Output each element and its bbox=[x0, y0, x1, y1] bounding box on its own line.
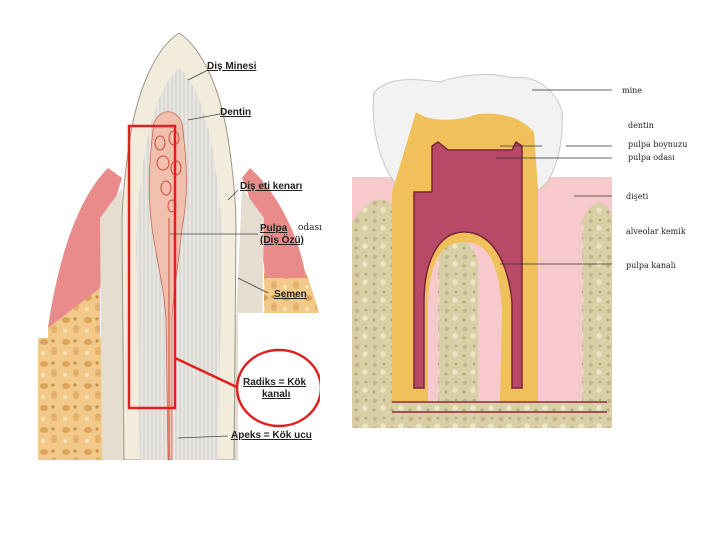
label-dis-ozu: (Diş Özü) bbox=[260, 235, 304, 246]
label-dentin-right: dentin bbox=[628, 121, 654, 130]
label-kanali: kanalı bbox=[262, 389, 291, 400]
gum bbox=[48, 168, 122, 328]
gum bbox=[242, 168, 306, 278]
alveolar-bone bbox=[352, 199, 612, 428]
label-pulpa-odasi: pulpa odası bbox=[628, 153, 675, 162]
pulp bbox=[413, 140, 523, 389]
root-canal-highlight-box bbox=[127, 124, 177, 410]
leader-lines bbox=[170, 69, 269, 439]
leader-lines bbox=[496, 89, 612, 265]
label-pulpa-kanali: pulpa kanalı bbox=[626, 261, 676, 270]
interradicular-bone bbox=[438, 239, 478, 402]
label-semen: Semen bbox=[274, 289, 307, 300]
label-apeks: Apeks = Kök ucu bbox=[231, 430, 312, 441]
tooth-cross-section-left bbox=[38, 32, 320, 460]
label-dis-eti: dişeti bbox=[626, 192, 649, 201]
label-dis-minesi: Diş Minesi bbox=[207, 61, 257, 72]
label-pulpa-boynuzu: pulpa boynuzu bbox=[628, 140, 688, 149]
label-alveolar-kemik: alveolar kemik bbox=[626, 227, 686, 236]
bone-divider-line bbox=[392, 401, 607, 413]
highlight-connector bbox=[174, 356, 244, 392]
label-radiks: Radiks = Kök bbox=[243, 377, 307, 388]
tooth-cross-section-right bbox=[352, 74, 612, 428]
label-odasi: odası bbox=[298, 223, 323, 233]
label-mine: mine bbox=[622, 86, 643, 95]
root-canal-callout-circle bbox=[235, 348, 320, 428]
label-diseti-kenari: Diş eti kenarı bbox=[240, 181, 303, 192]
label-pulpa: Pulpa bbox=[260, 223, 288, 234]
label-dentin-left: Dentin bbox=[220, 107, 252, 118]
